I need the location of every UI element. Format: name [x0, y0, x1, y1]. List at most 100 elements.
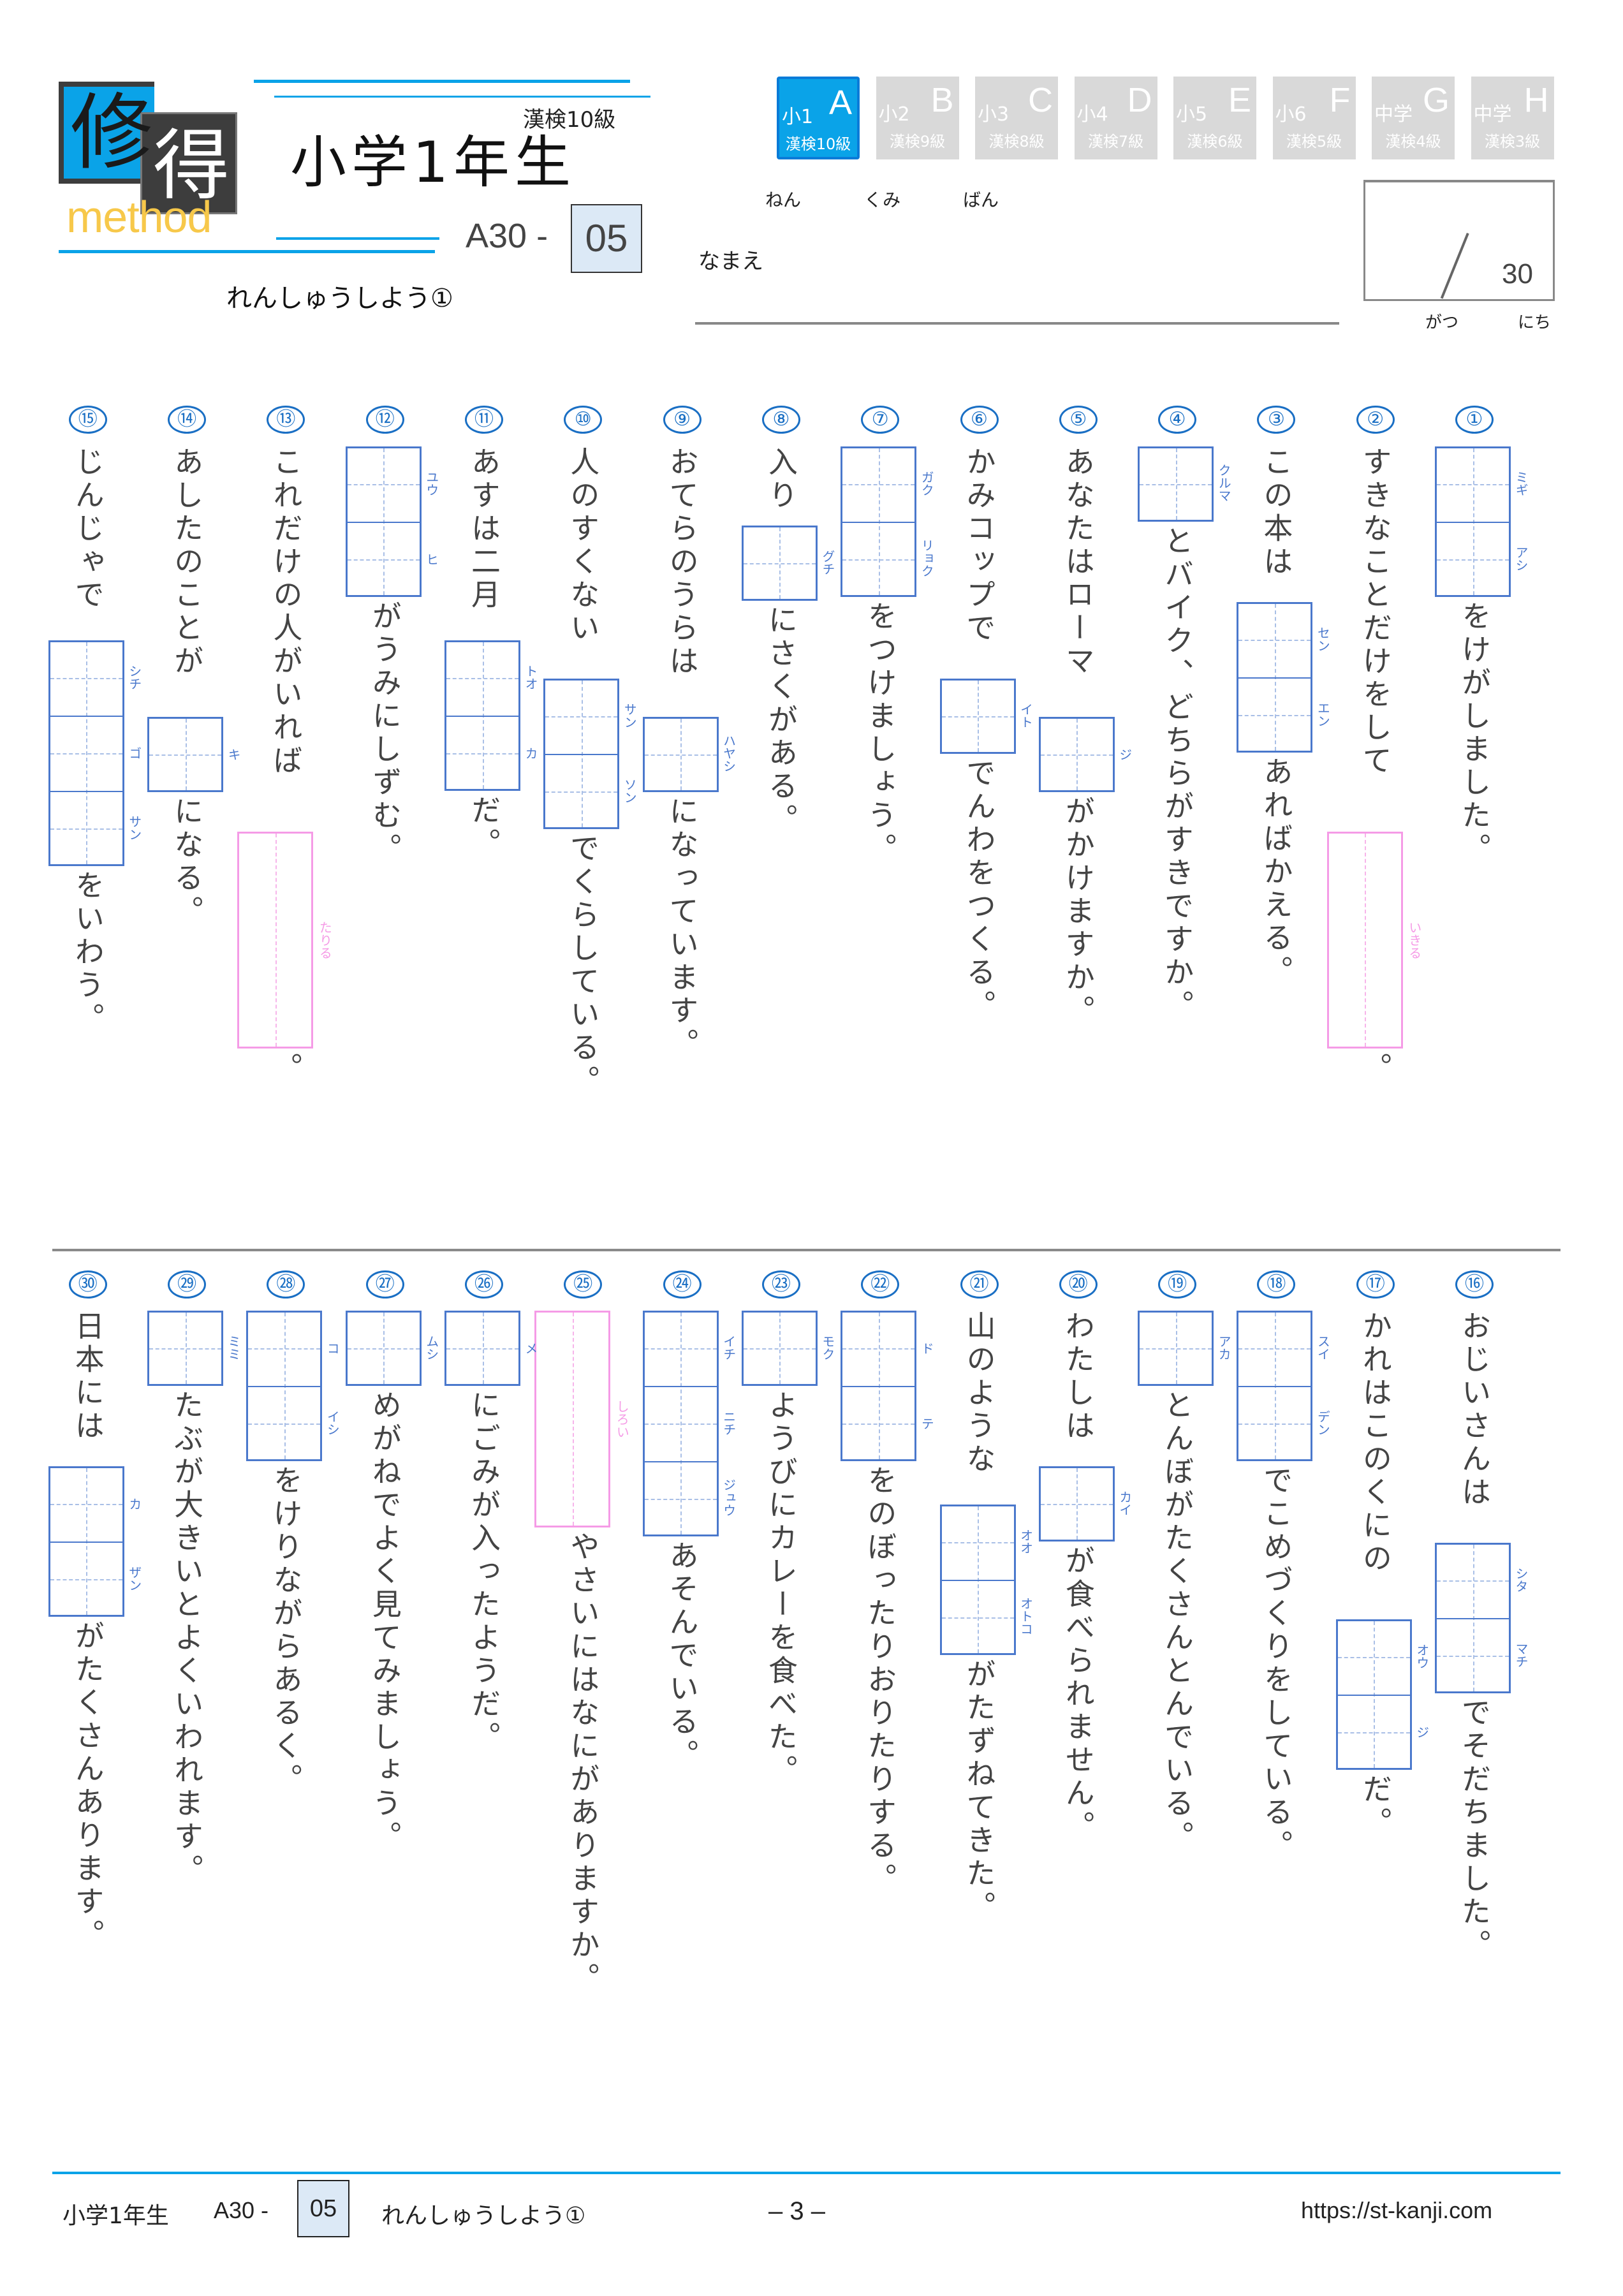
name-field[interactable] [695, 322, 1339, 325]
furigana-reading: エン [1315, 702, 1331, 727]
header-rule [276, 237, 439, 240]
kanji-answer-box[interactable]: シタマチ [1435, 1543, 1529, 1693]
question-number: ㉕ [564, 1270, 603, 1299]
kanji-answer-box[interactable]: キ [147, 717, 241, 792]
guide-line [347, 1348, 420, 1350]
furigana-reading: ソン [622, 778, 638, 804]
tab-letter: H [1524, 81, 1549, 119]
question-number: ⑧ [761, 406, 800, 434]
cell-divider [1238, 677, 1311, 679]
kanji-answer-box[interactable]: イト [939, 679, 1034, 754]
furigana-reading: イシ [325, 1410, 341, 1436]
kanji-answer-box[interactable]: ムシ [345, 1311, 439, 1386]
kanji-answer-box[interactable]: ドテ [841, 1311, 934, 1461]
kanji-answer-box[interactable]: シチゴサン [48, 640, 142, 866]
question-text-after: をけがしました。 [1457, 601, 1492, 866]
tab-kanken: 漢検10級 [785, 135, 851, 153]
kanji-answer-box[interactable]: オオオトコ [939, 1505, 1034, 1655]
question-number: ⑪ [465, 406, 503, 434]
okurigana-answer-box[interactable]: いきる [1326, 832, 1422, 1049]
guide-line [446, 1348, 518, 1350]
kanji-answer-box[interactable]: モク [741, 1311, 835, 1386]
page-number: – 3 – [768, 2197, 825, 2225]
question-number: ⑰ [1356, 1270, 1395, 1299]
cell-divider [545, 754, 618, 755]
guide-line [50, 753, 122, 754]
question-number: ④ [1158, 406, 1197, 434]
kanji-answer-box[interactable]: ユウヒ [345, 446, 439, 597]
okurigana-answer-box[interactable]: たりる [237, 832, 332, 1049]
question-text-after: にごみが入ったようだ。 [467, 1390, 501, 1755]
kanji-answer-box[interactable]: トオカ [444, 640, 538, 791]
guide-line [644, 754, 717, 756]
question-text-after: とんぼがたくさんとんでいる。 [1160, 1390, 1195, 1854]
question-number: ⑯ [1455, 1270, 1494, 1299]
guide-line [941, 716, 1014, 718]
question-text-after: でんわをつくる。 [962, 758, 997, 1023]
guide-line [50, 1579, 122, 1580]
kanji-answer-box[interactable]: スイデン [1237, 1311, 1330, 1461]
question-number: ㉖ [465, 1270, 503, 1299]
footer-grade: 小学1年生 [62, 2203, 169, 2229]
kanji-answer-box[interactable]: ガクリョク [841, 446, 934, 597]
guide-line [545, 716, 618, 718]
kanji-answer-box[interactable]: ミミ [147, 1311, 241, 1386]
furigana-reading: ニチ [721, 1410, 737, 1436]
kanji-answer-box[interactable]: サンソン [543, 679, 637, 829]
question-text-after: でこめづくりをしている。 [1259, 1465, 1294, 1863]
kanken-level: 漢検10級 [523, 107, 616, 133]
question-text-after: をつけましょう。 [863, 601, 898, 866]
logo-method-text: method [66, 192, 212, 242]
question-text-after: になる。 [170, 796, 205, 929]
question-text-after: がうみにしずむ。 [367, 601, 402, 866]
logo-kanji-shu: 修 [70, 84, 154, 181]
guide-line [1337, 1732, 1410, 1733]
kanji-answer-box[interactable]: アカ [1138, 1311, 1231, 1386]
question-number: ㉚ [68, 1270, 107, 1299]
question-number: ㉑ [960, 1270, 999, 1299]
footer-code-prefix: A30 - [214, 2197, 269, 2223]
kanji-answer-box[interactable]: カザン [48, 1466, 142, 1617]
kanji-answer-box[interactable]: メ [444, 1311, 538, 1386]
score-total: 30 [1502, 258, 1533, 290]
kanji-answer-box[interactable]: カイ [1038, 1466, 1133, 1542]
okurigana-answer-box[interactable]: しろい [534, 1311, 629, 1527]
furigana-reading: オウ [1414, 1644, 1430, 1669]
furigana-reading: ハヤシ [721, 734, 737, 772]
question-text-after: でくらしている。 [566, 833, 601, 1098]
furigana-reading: カ [126, 1498, 142, 1510]
question-number: ㉙ [168, 1270, 207, 1299]
kanji-answer-box[interactable]: イチニチジュウ [642, 1311, 737, 1536]
furigana-reading: キ [226, 748, 242, 761]
furigana-reading: シタ [1513, 1567, 1529, 1593]
kanji-answer-box[interactable]: グチ [741, 526, 835, 601]
kanji-answer-box[interactable]: コイシ [246, 1311, 340, 1461]
cell-divider [1337, 1695, 1410, 1696]
question-number: ⑫ [365, 406, 404, 434]
question-number: ③ [1257, 406, 1296, 434]
tab-grade: 中学 [1473, 103, 1512, 126]
score-box[interactable] [1363, 180, 1555, 301]
site-url[interactable]: https://st-kanji.com [1301, 2197, 1493, 2223]
kanji-answer-box[interactable]: ジ [1038, 717, 1133, 792]
furigana-reading: アシ [1513, 546, 1529, 571]
question-number: ㉘ [267, 1270, 305, 1299]
grade-title: 小学1年生 [290, 129, 576, 195]
tab-kanken: 漢検8級 [988, 133, 1045, 151]
kanji-answer-box[interactable]: オウジ [1335, 1619, 1430, 1770]
kanji-answer-box[interactable]: クルマ [1138, 446, 1231, 522]
kanji-answer-box[interactable]: ミギアシ [1435, 446, 1529, 597]
kanji-answer-box[interactable]: センエン [1237, 602, 1330, 753]
question-text-before: あすは二月 [467, 446, 501, 612]
question-text-before: 入り [763, 446, 798, 513]
kanji-answer-box[interactable]: ハヤシ [642, 717, 737, 792]
question-text-after: たぶが大きいとよくいわれます。 [170, 1390, 205, 1887]
